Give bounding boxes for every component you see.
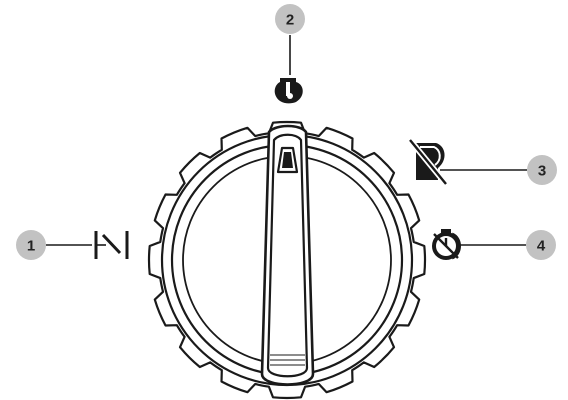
crossed-out-clamp-icon	[410, 140, 446, 184]
callout-number: 3	[538, 163, 546, 180]
knob-handle[interactable]	[262, 126, 313, 385]
callout-3: 3	[440, 155, 557, 185]
open-contact-switch-icon	[96, 231, 127, 259]
callout-4: 4	[458, 230, 556, 260]
callout-1: 1	[16, 230, 92, 260]
callout-number: 1	[27, 238, 35, 255]
callout-2: 2	[275, 4, 305, 75]
callout-number: 4	[537, 238, 546, 255]
callout-number: 2	[286, 12, 294, 29]
clamp-icon	[275, 78, 303, 103]
rotary-knob[interactable]	[149, 122, 425, 398]
stopwatch-clamp-icon	[434, 229, 460, 258]
